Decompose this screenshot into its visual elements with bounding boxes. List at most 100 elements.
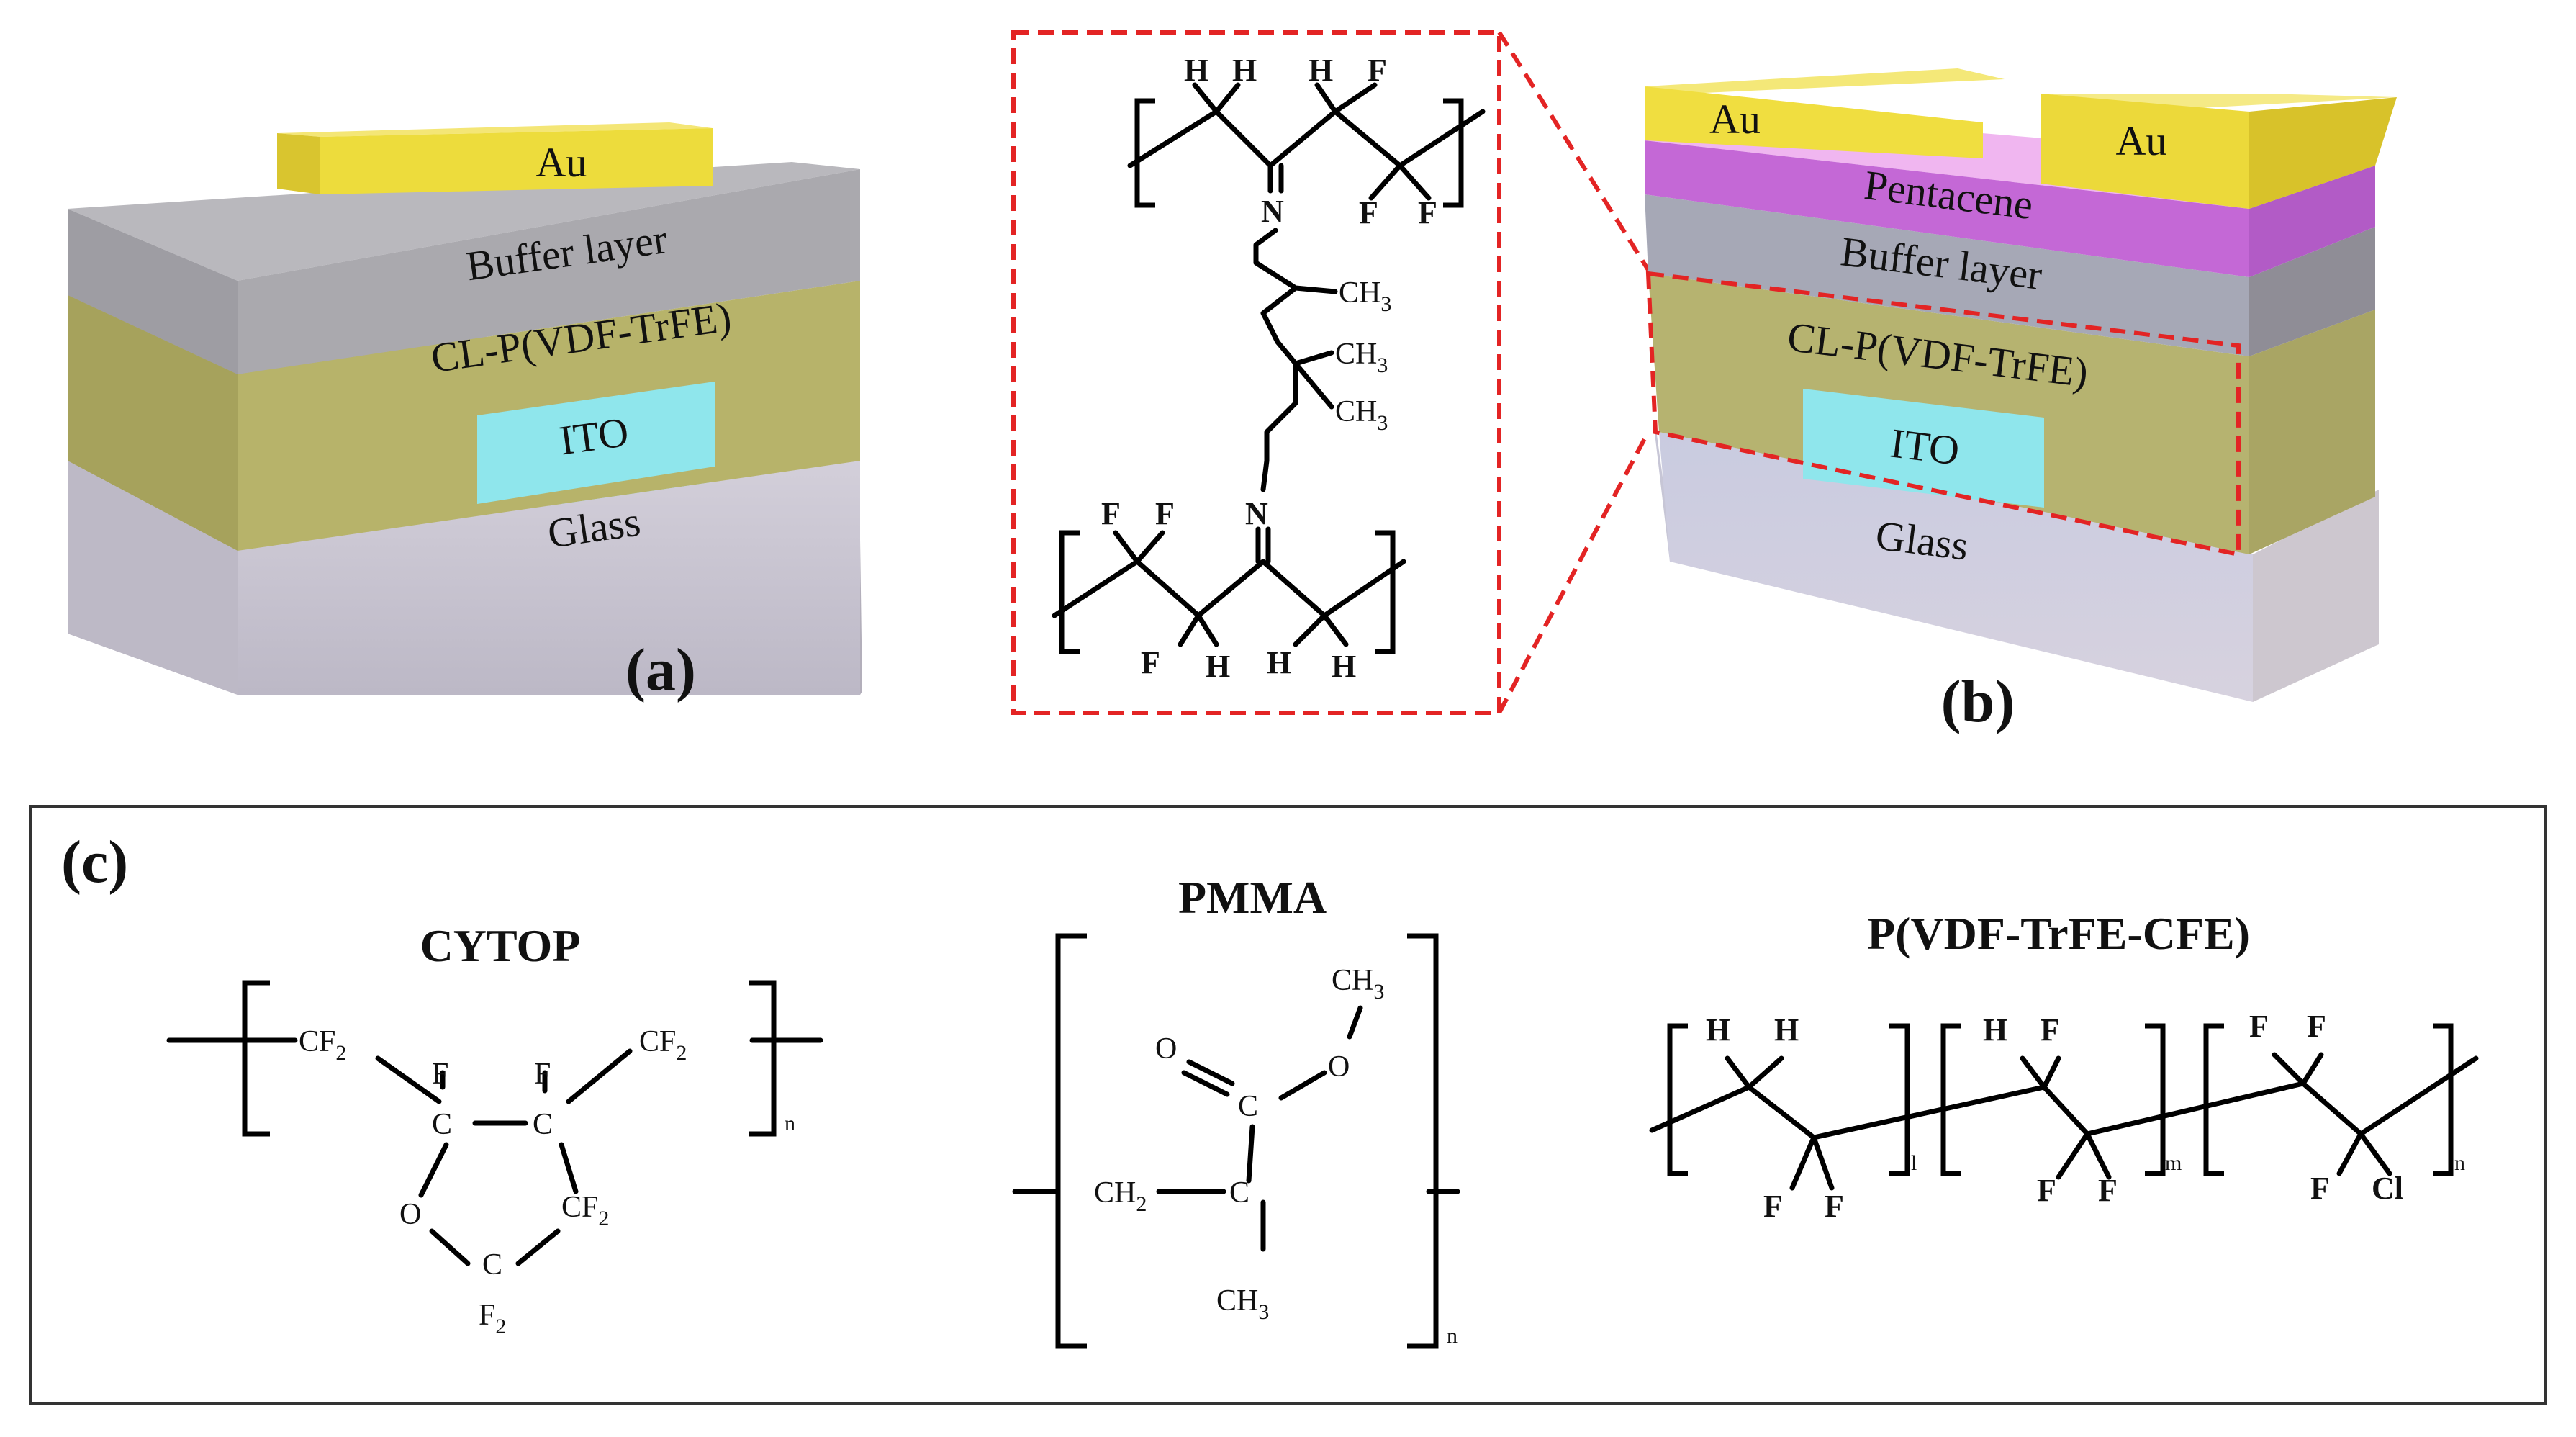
b-dashed-highlight <box>1645 271 2241 557</box>
cytop-cf2-left: CF2 <box>299 1025 346 1065</box>
pvdf-atom: H <box>1983 1012 2007 1048</box>
pmma-n: n <box>1447 1324 1458 1348</box>
pvdf-atom: H <box>1774 1012 1799 1048</box>
top-atom: F <box>1368 53 1387 88</box>
pmma-right-bracket <box>1407 933 1439 1349</box>
b-au-left-top <box>1645 68 2005 94</box>
pmma-bonds <box>1012 1005 1460 1252</box>
cytop-o: O <box>399 1198 421 1231</box>
connector-top <box>1497 31 1650 271</box>
panel-a-device: Au Buffer layer CL-P(VDF-TrFE) ITO Glass… <box>68 122 862 703</box>
cytop-f1: F <box>432 1058 448 1091</box>
panel-c-frame <box>29 805 2547 1405</box>
panel-c-label: (c) <box>61 829 128 896</box>
cytop-left-bracket <box>242 980 270 1137</box>
a-buffer-top <box>68 162 860 281</box>
bottom-atom: H <box>1332 649 1356 684</box>
bottom-right-bracket <box>1375 530 1396 654</box>
bottom-atom: H <box>1206 649 1230 684</box>
b-pentacene-front <box>1645 140 2249 277</box>
pvdf-chain-bonds <box>1649 1052 2479 1191</box>
side-ch3: CH3 <box>1335 395 1388 435</box>
b-glass-side <box>2253 490 2379 702</box>
b-buffer-side <box>2249 227 2375 356</box>
pvdf-atom: F <box>2098 1173 2118 1208</box>
pmma-c-main: C <box>1229 1176 1249 1209</box>
pvdf-bracket-2-left <box>1940 1023 1961 1176</box>
cytop-cf2-ring: CF2 <box>561 1191 609 1230</box>
cytop-title: CYTOP <box>420 920 581 971</box>
cytop-n: n <box>785 1112 795 1135</box>
pmma-ch3-bottom: CH3 <box>1216 1284 1269 1324</box>
pvdf-atom: F <box>2307 1009 2326 1044</box>
b-ito-label: ITO <box>1888 420 1962 474</box>
b-ito <box>1803 389 2044 508</box>
bottom-sub-bonds <box>1113 530 1349 647</box>
a-au-top <box>277 122 713 137</box>
side-chain-bonds <box>1253 228 1338 492</box>
b-glass-left <box>1655 425 1670 562</box>
crosslink-structure: H H H F N F F CH3 CH3 CH3 F F N F H H H <box>1011 30 1650 715</box>
cytop-cf2-right: CF2 <box>639 1025 687 1065</box>
b-au-left-label: Au <box>1709 96 1761 143</box>
bottom-left-bracket <box>1059 530 1080 654</box>
top-atom: F <box>1359 195 1378 230</box>
b-au-left-front <box>1645 86 1983 158</box>
a-glass-side <box>860 540 862 695</box>
b-pentacene-side <box>2249 166 2375 277</box>
a-buffer-front-left <box>68 209 238 374</box>
pvdf-title: P(VDF-TrFE-CFE) <box>1867 908 2250 959</box>
bottom-atom: F <box>1101 496 1121 531</box>
pvdf-atom: F <box>1825 1189 1844 1224</box>
pmma-structure: PMMA CH3 O C O CH2 C CH3 n <box>1012 872 1460 1349</box>
pvdf-bracket-2-right <box>2145 1023 2166 1176</box>
pmma-ch2: CH2 <box>1094 1176 1147 1216</box>
pmma-o-ester: O <box>1328 1050 1350 1084</box>
bottom-atom: F <box>1141 645 1160 680</box>
pmma-left-bracket <box>1055 933 1087 1349</box>
a-glass-left <box>68 461 238 695</box>
bottom-atom-n: N <box>1245 496 1268 531</box>
b-au-right-top <box>2041 94 2397 108</box>
b-au-right-front <box>2041 94 2249 209</box>
cytop-structure: CYTOP CF2 CF2 F F C C O CF2 C F2 n <box>166 920 823 1338</box>
pvdf-bracket-3-right <box>2433 1023 2454 1176</box>
pvdf-atom: F <box>2310 1171 2330 1206</box>
cytop-right-bracket <box>749 980 777 1137</box>
top-left-bracket <box>1134 98 1155 208</box>
pvdf-atom: F <box>1763 1189 1783 1224</box>
pmma-ch3-top: CH3 <box>1332 964 1384 1004</box>
top-atom: H <box>1232 53 1257 88</box>
cytop-c1: C <box>432 1108 452 1141</box>
a-au-front <box>277 133 320 194</box>
pvdf-bracket-1-left <box>1667 1023 1688 1176</box>
top-h-bonds <box>1192 82 1432 201</box>
pvdf-atom: F <box>2249 1009 2269 1044</box>
cytop-c2: C <box>533 1108 553 1141</box>
bottom-atom: H <box>1267 645 1291 680</box>
a-au-label: Au <box>536 139 587 186</box>
connector-bottom <box>1497 431 1650 714</box>
a-ito-label: ITO <box>556 408 631 464</box>
b-glass-front <box>1659 432 2253 702</box>
top-right-bracket <box>1443 98 1464 208</box>
panel-a-label: (a) <box>625 636 696 703</box>
pvdf-atom: H <box>1706 1012 1730 1048</box>
a-au-right <box>320 128 713 194</box>
cytop-f2: F <box>534 1058 551 1091</box>
pvdf-atom: Cl <box>2372 1171 2403 1206</box>
top-atom: H <box>1309 53 1333 88</box>
pvdf-atom: F <box>2037 1173 2056 1208</box>
b-au-right-side <box>2249 97 2397 209</box>
pvdf-subscript-l: l <box>1911 1151 1917 1175</box>
top-atom-n: N <box>1261 194 1284 229</box>
pmma-title: PMMA <box>1178 872 1327 923</box>
panel-b-label: (b) <box>1941 668 2015 735</box>
b-glass-label: Glass <box>1873 512 1971 569</box>
a-ito-face <box>477 382 715 504</box>
cytop-bonds <box>166 1037 823 1266</box>
b-dielectric-side <box>2249 310 2375 554</box>
pvdf-bracket-3-left <box>2203 1023 2224 1176</box>
pvdf-atom: F <box>2041 1012 2060 1048</box>
